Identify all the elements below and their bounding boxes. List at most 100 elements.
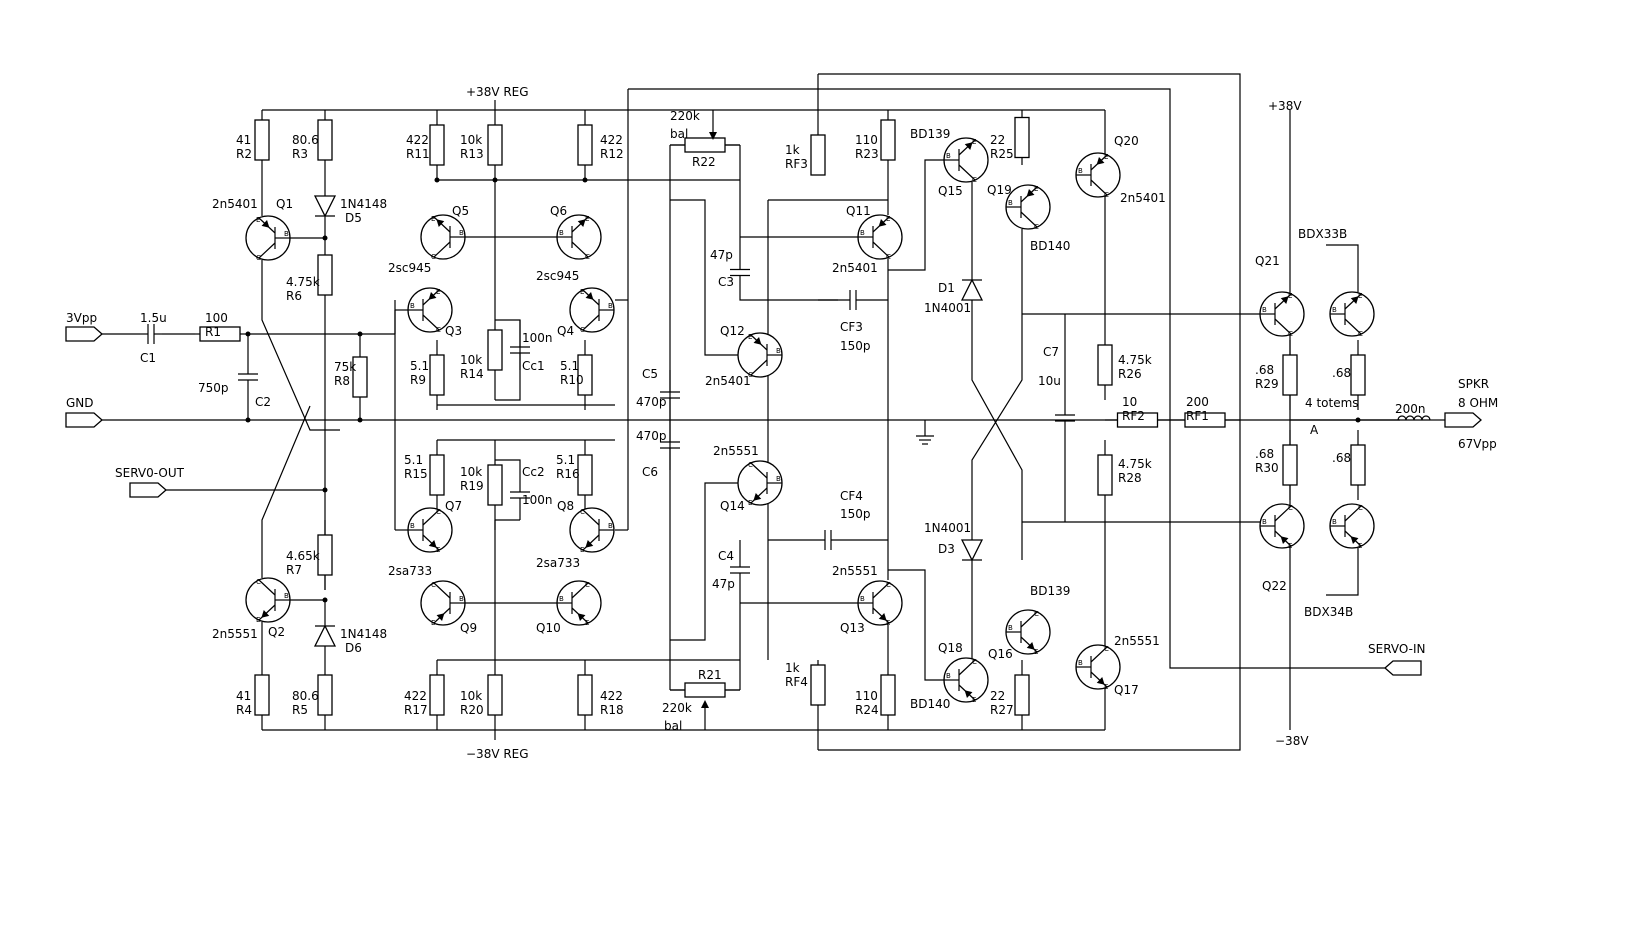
q16-ref-label: Q16 [988,647,1013,661]
pin-label-b: B [459,595,464,603]
emitter-arrow [428,292,437,300]
q7-ref-label: Q7 [445,499,462,513]
collector-lead [422,509,440,526]
q16-part-label: BD139 [1030,584,1070,598]
r22-value-label: 220k [670,109,700,123]
pin-label-c: C [431,581,436,589]
pin-label-c: C [436,326,441,334]
wires [102,73,1445,751]
r24-ref-label: R24 [855,703,879,717]
r28-value-label: 4.75k [1118,457,1152,471]
pin-label-b: B [860,229,865,237]
q7-part-label: 2sa733 [388,564,432,578]
q22b-transistor [1329,503,1375,549]
q20-transistor [1075,152,1121,198]
wire [971,300,1023,560]
rf4-value-label: 1k [785,661,800,675]
cf4-ref-label: CF4 [840,489,863,503]
emitter-arrow [585,292,594,300]
r8-resistor [352,356,368,398]
r2-resistor [254,119,270,161]
q22-transistor [1259,503,1305,549]
q13-ref-label: Q13 [840,621,865,635]
r25-ref-label: R25 [990,147,1014,161]
q5-transistor [420,214,466,260]
q11-part-label: 2n5401 [832,261,878,275]
wire [971,229,1023,560]
servo-out-port [129,482,167,498]
labels: 75kR841R280.6R3BEC4.75kR64.65kR7BEC41R48… [66,85,1498,761]
rf1-value-label: 200 [1186,395,1209,409]
pin-label-e: E [1104,153,1108,161]
emitter-arrow [436,219,445,227]
q2-part-label: 2n5551 [212,627,258,641]
r6-value-label: 4.75k [286,275,320,289]
junction-dot [357,331,363,337]
q22-ref-label: Q22 [1262,579,1287,593]
pot-wiper-arrow [709,132,717,140]
rf4-ref-label: RF4 [785,675,808,689]
r11-resistor [429,124,445,166]
pin-label-b: B [284,592,289,600]
r2-ref-label: R2 [236,147,252,161]
q13-part-label: 2n5551 [832,564,878,578]
inductor-value-label: 200n [1395,402,1426,416]
collector-lead [1274,505,1292,522]
r14-value-label: 10k [460,353,482,367]
pin-label-b: B [410,522,415,530]
pin-label-b: B [1078,659,1083,667]
pin-label-e: E [748,499,752,507]
neg-rail-label: −38V [1275,734,1309,748]
collector-lead [1344,318,1362,335]
pin-label-c: C [431,253,436,261]
pot-wiper-arrow [701,700,709,708]
pin-label-b: B [559,229,564,237]
pin-label-c: C [256,254,261,262]
rf2-value-label: 10 [1122,395,1137,409]
pin-label-e: E [431,619,435,627]
neg-reg-label: −38V REG [466,747,529,761]
emitter-arrow [1026,189,1035,197]
c6-ref-label: C6 [642,465,658,479]
r4-resistor [254,674,270,716]
q20-ref-label: Q20 [1114,134,1139,148]
rf2-ref-label: RF2 [1122,409,1145,423]
cf3-value-label: 150p [840,339,871,353]
collector-lead [1344,505,1362,522]
r28-resistor [1097,454,1113,496]
pin-label-c: C [748,461,753,469]
pin-label-e: E [886,215,890,223]
q17-part-label: 2n5551 [1114,634,1160,648]
emitter-arrow [1096,677,1105,685]
q6-part-label: 2sc945 [536,269,579,283]
r18-value-label: 422 [600,689,623,703]
r29-value-label: .68 [1255,363,1274,377]
pin-label-b: B [1262,306,1267,314]
pin-label-e: E [1358,292,1362,300]
r14-resistor [487,329,503,371]
c4-value-label: 47p [712,577,735,591]
pin-label-c: C [1288,504,1293,512]
emitter-arrow [428,540,437,548]
collector-lead [433,582,451,599]
r23-ref-label: R23 [855,147,879,161]
emitter-arrow [878,613,887,621]
d5-part-label: 1N4148 [340,197,387,211]
r21-value-label: 220k [662,701,692,715]
pin-label-e: E [972,696,976,704]
q11-ref-label: Q11 [846,204,871,218]
q14-transistor [737,460,783,506]
r26-ref-label: R26 [1118,367,1142,381]
d3-diode [960,539,984,562]
q10-ref-label: Q10 [536,621,561,635]
q12-ref-label: Q12 [720,324,745,338]
collector-lead [571,582,589,599]
d1-part-label: 1N4001 [924,301,971,315]
pin-label-b: B [1008,624,1013,632]
rf1-resistor [1184,412,1226,428]
collector-lead [1090,646,1108,663]
pin-label-b: B [1332,518,1337,526]
r11-ref-label: R11 [406,147,430,161]
pos-rail-label: +38V [1268,99,1302,113]
d1-diode [960,278,984,301]
